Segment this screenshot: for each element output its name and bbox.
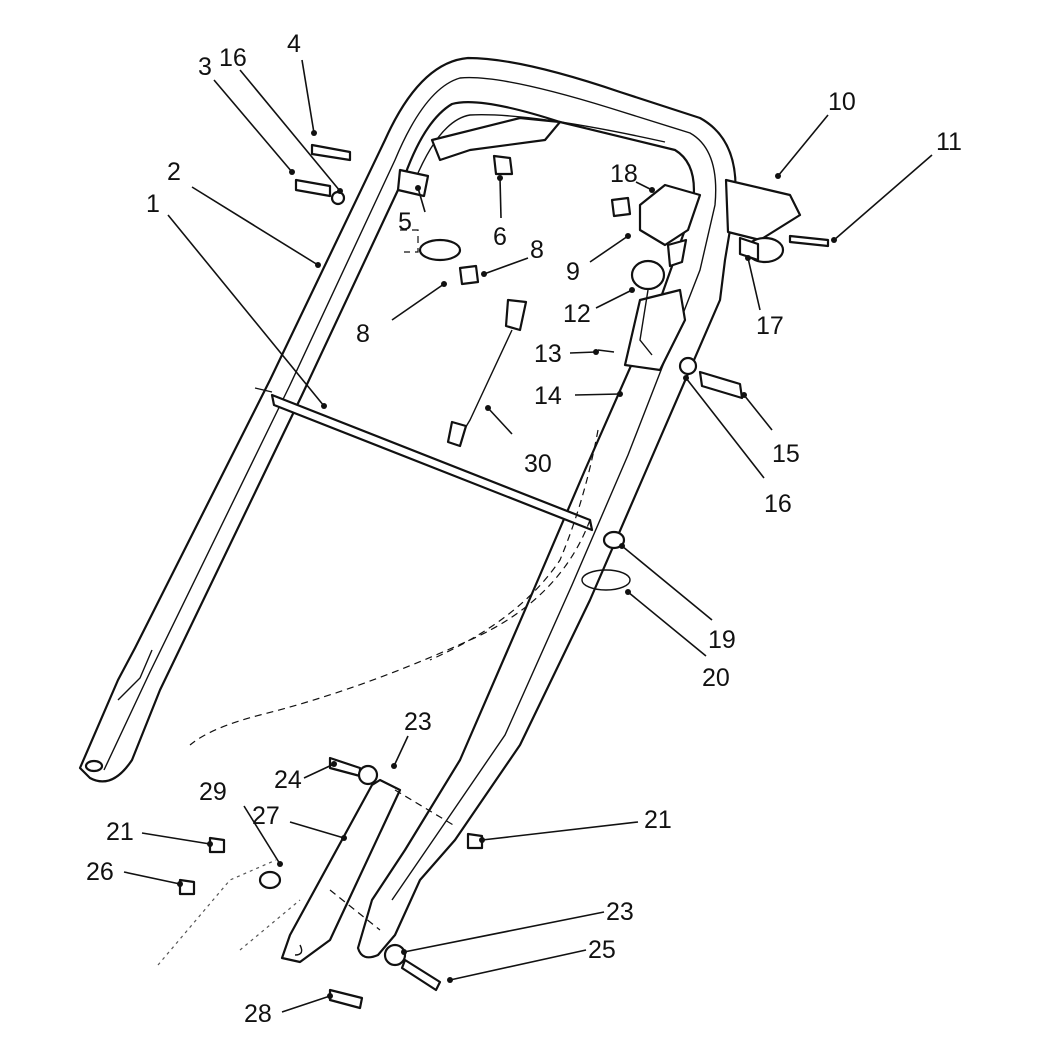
- svg-text:5: 5: [398, 208, 412, 236]
- svg-text:1: 1: [146, 190, 160, 218]
- svg-text:11: 11: [936, 128, 962, 156]
- svg-text:23: 23: [606, 898, 634, 926]
- callout-1: 1: [146, 190, 327, 409]
- callout-15: 15: [741, 392, 800, 468]
- callout-16-right: 16: [683, 375, 792, 518]
- svg-text:17: 17: [756, 312, 784, 340]
- svg-text:8: 8: [530, 236, 544, 264]
- callout-3: 3: [198, 53, 295, 175]
- svg-text:25: 25: [588, 936, 616, 964]
- callout-17: 17: [745, 255, 784, 340]
- callout-8-right: 18: [610, 160, 655, 193]
- svg-text:23: 23: [404, 708, 432, 736]
- svg-text:10: 10: [828, 88, 856, 116]
- svg-text:19: 19: [708, 626, 736, 654]
- callout-2: 2: [167, 158, 321, 268]
- control-box: [623, 238, 688, 372]
- svg-text:6: 6: [493, 223, 507, 251]
- svg-text:15: 15: [772, 440, 800, 468]
- svg-text:14: 14: [534, 382, 562, 410]
- top-bracket-upper: [430, 116, 802, 247]
- callout-28: 28: [244, 993, 333, 1028]
- callout-21-right: 21: [479, 806, 672, 843]
- callout-16-top: 16: [219, 44, 343, 194]
- control-cable: [157, 229, 599, 966]
- callout-13: 13: [534, 340, 599, 368]
- callout-5: 5: [398, 185, 426, 236]
- svg-text:26: 26: [86, 858, 114, 886]
- svg-text:8: 8: [356, 320, 370, 348]
- callout-9: 9: [566, 233, 631, 286]
- callout-6: 6: [493, 175, 507, 251]
- svg-text:12: 12: [563, 300, 591, 328]
- callout-23-bottom: 23: [401, 898, 634, 955]
- callout-25: 25: [447, 936, 616, 983]
- hardware-parts: [178, 143, 830, 1010]
- callout-20: 20: [625, 589, 730, 692]
- svg-text:21: 21: [644, 806, 672, 834]
- callout-26: 26: [86, 858, 183, 887]
- svg-text:9: 9: [566, 258, 580, 286]
- svg-text:4: 4: [287, 30, 301, 58]
- callout-23-top: 23: [391, 708, 432, 769]
- callout-29: 29: [199, 778, 283, 867]
- callout-4: 4: [287, 30, 317, 136]
- handle-frame: [78, 56, 737, 959]
- callout-11: 11: [831, 128, 962, 243]
- svg-text:24: 24: [274, 766, 302, 794]
- svg-text:2: 2: [167, 158, 181, 186]
- svg-text:18: 18: [610, 160, 638, 188]
- svg-text:27: 27: [252, 802, 280, 830]
- svg-text:13: 13: [534, 340, 562, 368]
- svg-text:30: 30: [524, 450, 552, 478]
- svg-text:16: 16: [764, 490, 792, 518]
- callout-14: 14: [534, 382, 623, 410]
- svg-text:3: 3: [198, 53, 212, 81]
- svg-text:20: 20: [702, 664, 730, 692]
- svg-text:16: 16: [219, 44, 247, 72]
- svg-text:28: 28: [244, 1000, 272, 1028]
- svg-text:29: 29: [199, 778, 227, 806]
- svg-text:21: 21: [106, 818, 134, 846]
- cross-rod: [254, 387, 594, 532]
- callout-30: 30: [485, 405, 552, 478]
- callout-18: 8: [356, 281, 447, 348]
- callout-8-left: 8: [481, 236, 544, 277]
- callout-12: 12: [563, 287, 635, 328]
- callout-21-left: 21: [106, 818, 213, 847]
- callout-19: 19: [619, 543, 736, 654]
- callout-10: 10: [775, 88, 856, 179]
- callout-27: 27: [252, 802, 347, 841]
- callout-24: 24: [274, 761, 337, 794]
